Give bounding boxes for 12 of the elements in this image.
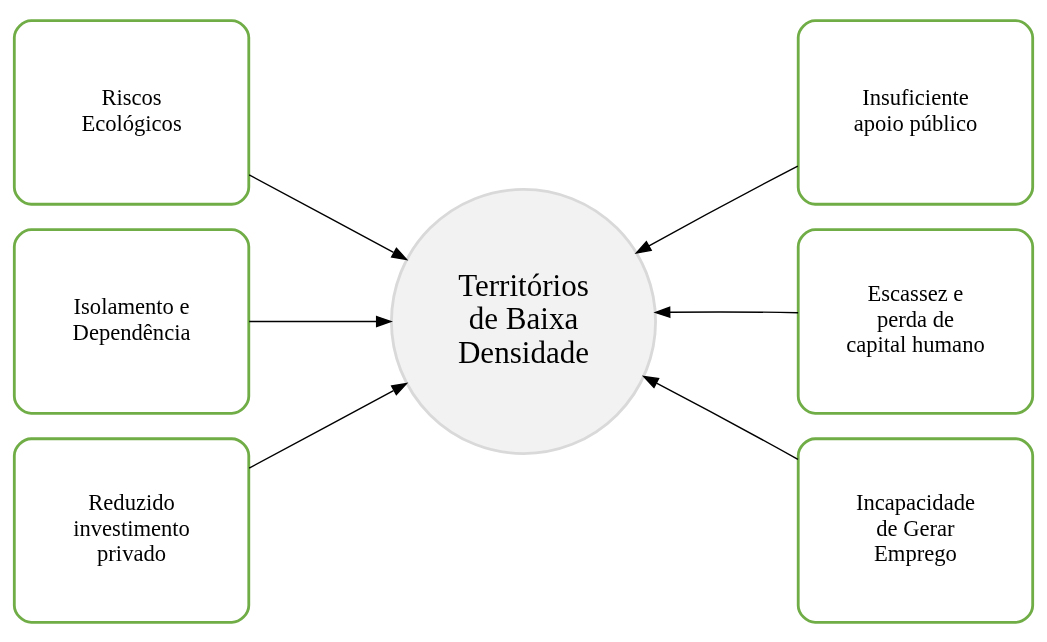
arrow	[653, 305, 799, 318]
arrow	[634, 164, 799, 254]
node-box: Isolamento e Dependência	[12, 227, 251, 415]
node-box: Escassez e perda de capital humano	[796, 227, 1035, 415]
node-box: Incapacidade de Gerar Emprego	[796, 436, 1035, 624]
node-box: Riscos Ecológicos	[12, 18, 251, 206]
node-box: Insuficiente apoio público	[796, 18, 1035, 206]
arrow	[248, 173, 409, 260]
node-box: Reduzido investimento privado	[12, 436, 251, 624]
arrow	[641, 375, 799, 460]
arrow	[248, 315, 393, 327]
arrow	[248, 382, 409, 469]
